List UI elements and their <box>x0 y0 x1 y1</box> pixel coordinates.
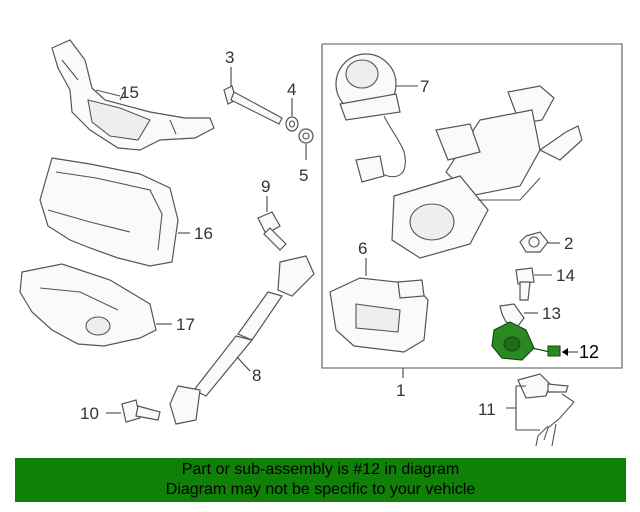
callout-6: 6 <box>358 239 367 258</box>
callout-2: 2 <box>564 234 573 253</box>
assembly-outline <box>321 43 623 369</box>
info-banner: Part or sub-assembly is #12 in diagram D… <box>15 458 626 502</box>
callout-12: 12 <box>579 342 599 362</box>
bolt-part-3 <box>223 85 283 125</box>
washer-part-4 <box>285 116 299 132</box>
key-set-part-11 <box>517 373 575 447</box>
callout-13: 13 <box>542 304 561 323</box>
callout-4: 4 <box>287 80 296 99</box>
banner-line-1: Part or sub-assembly is #12 in diagram <box>181 461 460 478</box>
highlighted-part-12 <box>491 321 561 361</box>
callout-3: 3 <box>225 48 234 67</box>
steering-column-part <box>391 85 583 259</box>
callout-8: 8 <box>252 366 261 385</box>
banner-line-2: Diagram may not be specific to your vehi… <box>165 481 476 498</box>
callout-17: 17 <box>176 315 195 334</box>
bolt-part-10 <box>121 399 161 423</box>
callout-14: 14 <box>556 266 575 285</box>
callout-15: 15 <box>120 83 139 102</box>
callout-7: 7 <box>420 77 429 96</box>
washer-part-5 <box>298 128 314 144</box>
column-shroud-part <box>19 263 157 347</box>
callout-10: 10 <box>80 404 99 423</box>
callout-1: 1 <box>396 381 405 400</box>
callout-5: 5 <box>299 166 308 185</box>
multifunction-switch-part <box>51 39 215 151</box>
sensor-part-7 <box>335 53 406 183</box>
intermediate-shaft-part <box>169 255 315 425</box>
control-module-part <box>329 277 429 353</box>
cluster-cover-part <box>39 157 179 267</box>
nut-part-2 <box>519 231 549 253</box>
bolt-part-14 <box>515 267 535 301</box>
parts-diagram: 15 3 4 5 16 17 9 8 <box>19 39 623 447</box>
callout-16: 16 <box>194 224 213 243</box>
callout-11: 11 <box>478 400 496 419</box>
bolt-part-9 <box>257 211 287 251</box>
callout-9: 9 <box>261 177 270 196</box>
